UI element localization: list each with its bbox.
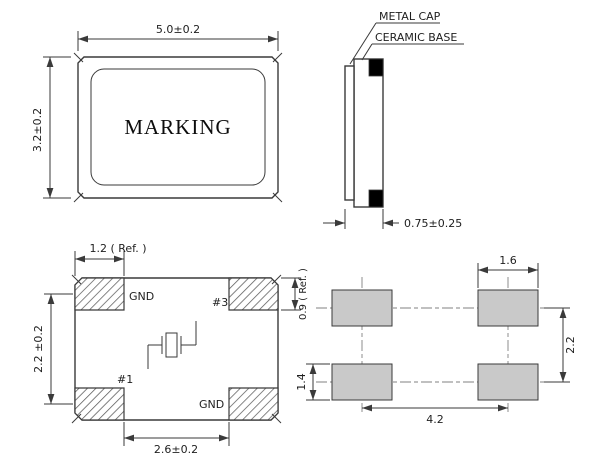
side-view: METAL CAP CERAMIC BASE 0.75±0.25 [323,10,464,230]
width-dimension-text: 5.0±0.2 [156,23,200,36]
pad-1-bottom-left [74,387,125,421]
height-dimension: 3.2±0.2 [31,56,71,199]
land-col-pitch-text: 4.2 [426,413,444,426]
corner-tick [73,52,84,63]
land-pad-bottom-right [477,363,539,401]
land-pad-top-right [477,289,539,327]
ceramic-base-callout: CERAMIC BASE [361,31,464,61]
pad-br-label: GND [199,398,224,411]
corner-tick [71,274,82,285]
pad-height-dimension: 0.9 ( Ref. ) [281,268,309,320]
pad-offset-dimension-text: 1.2 ( Ref. ) [89,242,146,255]
corner-tick [71,413,82,424]
land-pad-height-dimension: 1.4 [295,363,330,401]
land-col-pitch-dimension: 4.2 [362,404,508,426]
inner-span-dimension-text: 2.6±0.2 [154,443,198,456]
land-pad-height-text: 1.4 [295,373,308,391]
corner-tick [271,274,282,285]
leader-line [361,43,373,61]
pad-bl-label: #1 [117,373,133,386]
leader-line [349,22,377,65]
land-pad-width-dimension: 1.6 [477,254,539,288]
land-row-pitch-dimension: 2.2 [544,307,577,383]
pad-tr-label: #3 [212,296,228,309]
metal-cap-callout: METAL CAP [349,10,441,65]
pad-gnd-bottom-right [228,387,279,421]
corner-tick [272,192,283,203]
marking-text: MARKING [124,115,231,139]
land-pattern: 1.6 2.2 1.4 4.2 [295,254,577,426]
metal-cap-label: METAL CAP [379,10,441,23]
pad-3-top-right [228,277,279,311]
land-row-pitch-text: 2.2 [564,336,577,354]
corner-tick [73,192,84,203]
ceramic-base-side [353,58,384,208]
terminal-pad-top [368,58,384,77]
land-pad-bottom-left [331,363,393,401]
width-dimension: 5.0±0.2 [77,23,279,51]
height-dimension-text: 3.2±0.2 [31,108,44,152]
bottom-view-corner-ticks [71,274,282,424]
pad-pitch-dimension: 2.2 ±0.2 [32,293,73,405]
ceramic-base-label: CERAMIC BASE [375,31,457,44]
land-pad-width-text: 1.6 [499,254,517,267]
inner-span-dimension: 2.6±0.2 [123,422,230,456]
pad-tl-label: GND [129,290,154,303]
land-pad-top-left [331,289,393,327]
thickness-dimension: 0.75±0.25 [323,209,462,230]
pad-gnd-top-left [74,277,125,311]
top-view: MARKING 5.0±0.2 3.2±0.2 [31,23,283,203]
metal-cap-side [344,65,355,201]
pad-pitch-dimension-text: 2.2 ±0.2 [32,325,45,373]
pad-height-dimension-text: 0.9 ( Ref. ) [298,268,309,320]
top-view-corner-ticks [73,52,283,203]
terminal-pad-bottom [368,189,384,208]
corner-tick [271,413,282,424]
pad-offset-dimension: 1.2 ( Ref. ) [74,242,147,276]
bottom-view: GND #3 #1 GND 1.2 ( Ref. ) 0.9 ( Ref. ) [32,242,309,456]
crystal-body [165,332,178,358]
corner-tick [272,52,283,63]
metal-cap-edge [90,68,266,186]
crystal-symbol [147,321,197,369]
thickness-dimension-text: 0.75±0.25 [404,217,462,230]
